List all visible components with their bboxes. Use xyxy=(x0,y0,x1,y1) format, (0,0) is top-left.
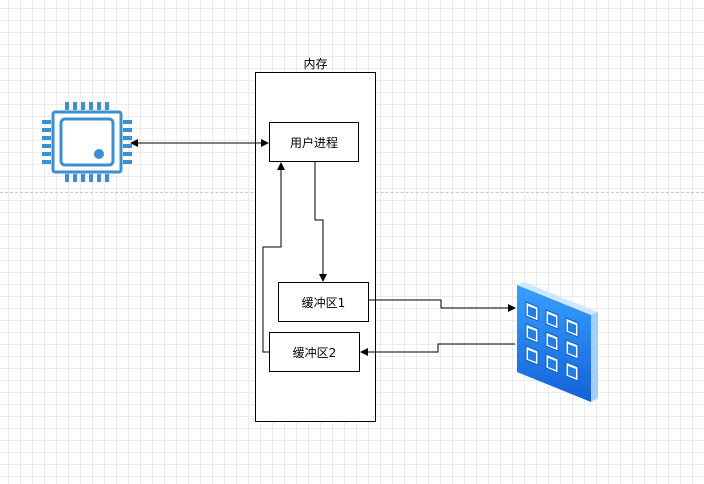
storage-to-buffer2-edge[interactable] xyxy=(360,343,515,356)
buffer-1-node[interactable]: 缓冲区1 xyxy=(278,282,369,322)
process-to-buffer1-edge[interactable] xyxy=(314,162,327,282)
buffer-2-node[interactable]: 缓冲区2 xyxy=(269,332,360,372)
buffer2-to-process-edge[interactable] xyxy=(262,162,285,353)
buffer1-to-storage-edge[interactable] xyxy=(369,299,516,312)
memory-label: 内存 xyxy=(303,57,328,71)
user-process-node[interactable]: 用户进程 xyxy=(269,122,359,162)
